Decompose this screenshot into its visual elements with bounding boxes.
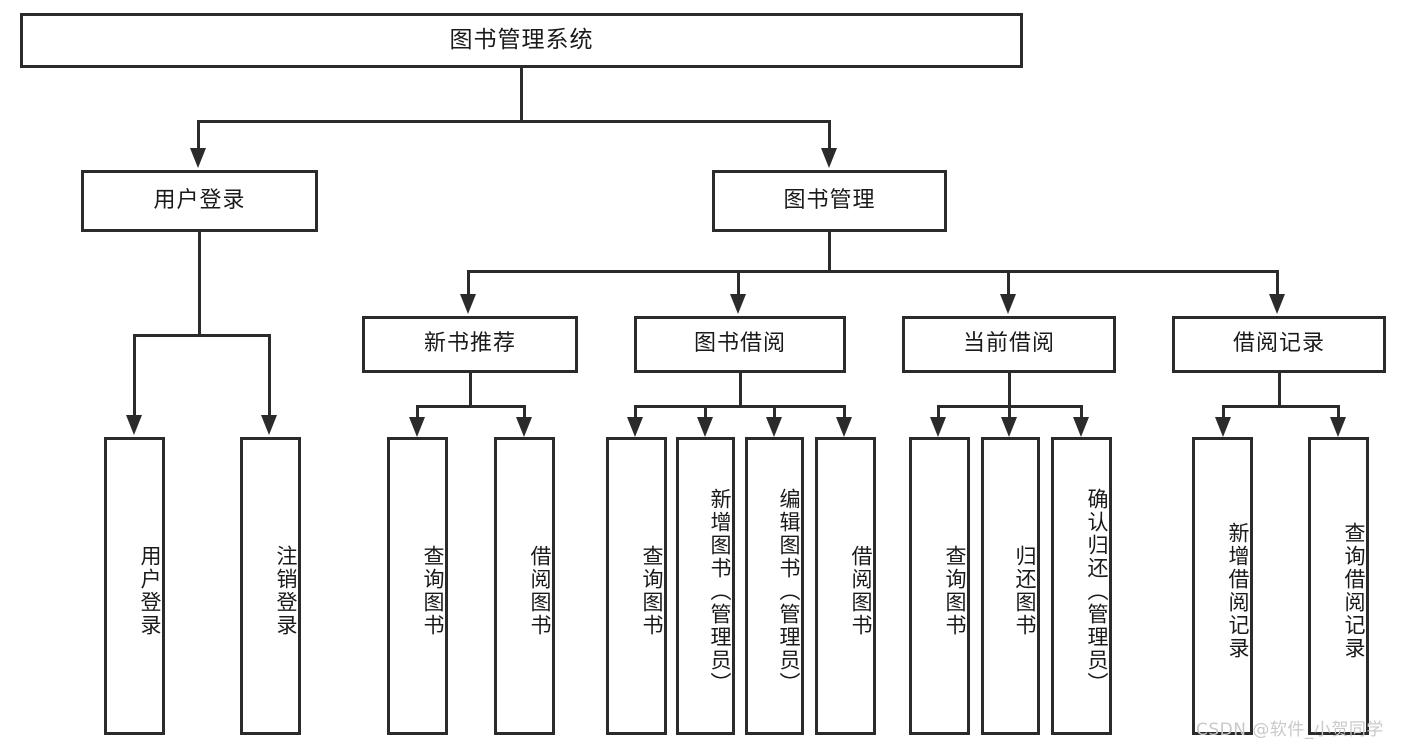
arrow-br-to-add-record [1215, 417, 1231, 437]
arrow-cb-to-return-book [1001, 417, 1017, 437]
node-label: 确认归还（管理员） [1085, 487, 1109, 695]
arrow-bm-to-current-borrow [1000, 294, 1016, 314]
arrow-new-book-to-borrow [516, 417, 532, 437]
node-leaf-logout-login[interactable]: 注销登录 [240, 437, 301, 735]
node-label: 借阅图书 [528, 545, 552, 637]
arrow-bm-to-book-borrow [730, 294, 746, 314]
arrow-root-to-user-login [190, 148, 206, 168]
connector-book-borrow-stem [739, 373, 742, 407]
connector-cb-drop-2 [1008, 405, 1011, 419]
node-leaf-confirm-return-admin[interactable]: 确认归还（管理员） [1051, 437, 1112, 735]
node-label: 图书借阅 [693, 331, 786, 357]
connector-bb-drop-2 [704, 405, 707, 419]
arrow-root-to-book-management [821, 148, 837, 168]
connector-user-login-stem [198, 232, 201, 336]
node-label: 用户登录 [153, 187, 246, 213]
node-label: 图书管理系统 [449, 26, 594, 53]
connector-new-book-drop-2 [523, 405, 526, 419]
connector-bb-drop-4 [843, 405, 846, 419]
connector-cb-drop-1 [937, 405, 940, 419]
node-label: 新增图书（管理员） [708, 487, 732, 695]
node-leaf-borrow-book-2[interactable]: 借阅图书 [815, 437, 876, 735]
node-leaf-query-book-2[interactable]: 查询图书 [606, 437, 667, 735]
connector-br-drop-2 [1337, 405, 1340, 419]
connector-new-book-drop-1 [416, 405, 419, 419]
node-leaf-query-borrow-record[interactable]: 查询借阅记录 [1308, 437, 1369, 735]
connector-root-to-user-login [197, 120, 200, 148]
node-leaf-return-book[interactable]: 归还图书 [981, 437, 1040, 735]
node-label: 借阅图书 [849, 545, 873, 637]
connector-new-book-stem [469, 373, 472, 407]
arrow-cb-to-query-book [930, 417, 946, 437]
connector-book-management-stem [828, 232, 831, 272]
node-label: 当前借阅 [962, 331, 1055, 357]
node-label: 查询图书 [640, 545, 664, 637]
node-label: 注销登录 [274, 545, 298, 637]
node-leaf-user-login[interactable]: 用户登录 [104, 437, 165, 735]
connector-br-drop-1 [1222, 405, 1225, 419]
arrow-bb-to-add-book [697, 417, 713, 437]
node-label: 用户登录 [138, 545, 162, 637]
node-book-management-system[interactable]: 图书管理系统 [20, 13, 1023, 68]
node-user-login[interactable]: 用户登录 [81, 170, 318, 232]
node-leaf-add-borrow-record[interactable]: 新增借阅记录 [1192, 437, 1253, 735]
node-label: 新书推荐 [423, 331, 516, 357]
connector-user-login-bus [133, 334, 271, 337]
node-new-book-recommend[interactable]: 新书推荐 [362, 316, 578, 373]
connector-borrow-record-bus [1222, 405, 1340, 408]
connector-bm-drop-3 [1007, 270, 1010, 296]
connector-book-borrow-bus [634, 405, 846, 408]
node-borrow-record[interactable]: 借阅记录 [1172, 316, 1386, 373]
connector-bb-drop-3 [773, 405, 776, 419]
node-label: 归还图书 [1013, 545, 1037, 637]
arrow-bm-to-borrow-record [1269, 294, 1285, 314]
connector-bm-drop-4 [1276, 270, 1279, 296]
arrow-bb-to-edit-book [766, 417, 782, 437]
arrow-bb-to-borrow-book [836, 417, 852, 437]
connector-book-management-bus [467, 270, 1279, 273]
node-current-borrow[interactable]: 当前借阅 [902, 316, 1116, 373]
connector-borrow-record-stem [1278, 373, 1281, 407]
connector-new-book-bus [416, 405, 526, 408]
connector-cb-drop-3 [1080, 405, 1083, 419]
arrow-bb-to-query-book [627, 417, 643, 437]
connector-user-login-drop-1 [133, 334, 136, 417]
connector-bm-drop-2 [737, 270, 740, 296]
connector-root-stem [520, 68, 523, 120]
node-leaf-edit-book-admin[interactable]: 编辑图书（管理员） [745, 437, 804, 735]
node-leaf-borrow-book-1[interactable]: 借阅图书 [494, 437, 555, 735]
node-label: 查询图书 [943, 545, 967, 637]
node-leaf-add-book-admin[interactable]: 新增图书（管理员） [676, 437, 735, 735]
connector-root-to-book-management [828, 120, 831, 148]
connector-current-borrow-stem [1008, 373, 1011, 407]
node-label: 查询借阅记录 [1342, 522, 1366, 660]
node-label: 编辑图书（管理员） [777, 487, 801, 695]
arrow-bm-to-new-book-recommend [460, 294, 476, 314]
node-label: 新增借阅记录 [1226, 522, 1250, 660]
arrow-user-login-to-leaf-user-login [126, 415, 142, 435]
arrow-br-to-query-record [1330, 417, 1346, 437]
node-book-borrow[interactable]: 图书借阅 [634, 316, 846, 373]
node-label: 借阅记录 [1232, 331, 1325, 357]
connector-root-bus [197, 120, 831, 123]
arrow-user-login-to-leaf-logout [261, 415, 277, 435]
connector-user-login-drop-2 [268, 334, 271, 417]
arrow-cb-to-confirm-return [1073, 417, 1089, 437]
connector-bb-drop-1 [634, 405, 637, 419]
csdn-watermark: CSDN @软件_小贺同学 [1196, 720, 1384, 740]
arrow-new-book-to-query [409, 417, 425, 437]
node-label: 查询图书 [421, 545, 445, 637]
node-leaf-query-book-1[interactable]: 查询图书 [387, 437, 448, 735]
connector-bm-drop-1 [467, 270, 470, 296]
node-label: 图书管理 [783, 187, 876, 213]
node-leaf-query-book-3[interactable]: 查询图书 [909, 437, 970, 735]
node-book-management[interactable]: 图书管理 [712, 170, 947, 232]
